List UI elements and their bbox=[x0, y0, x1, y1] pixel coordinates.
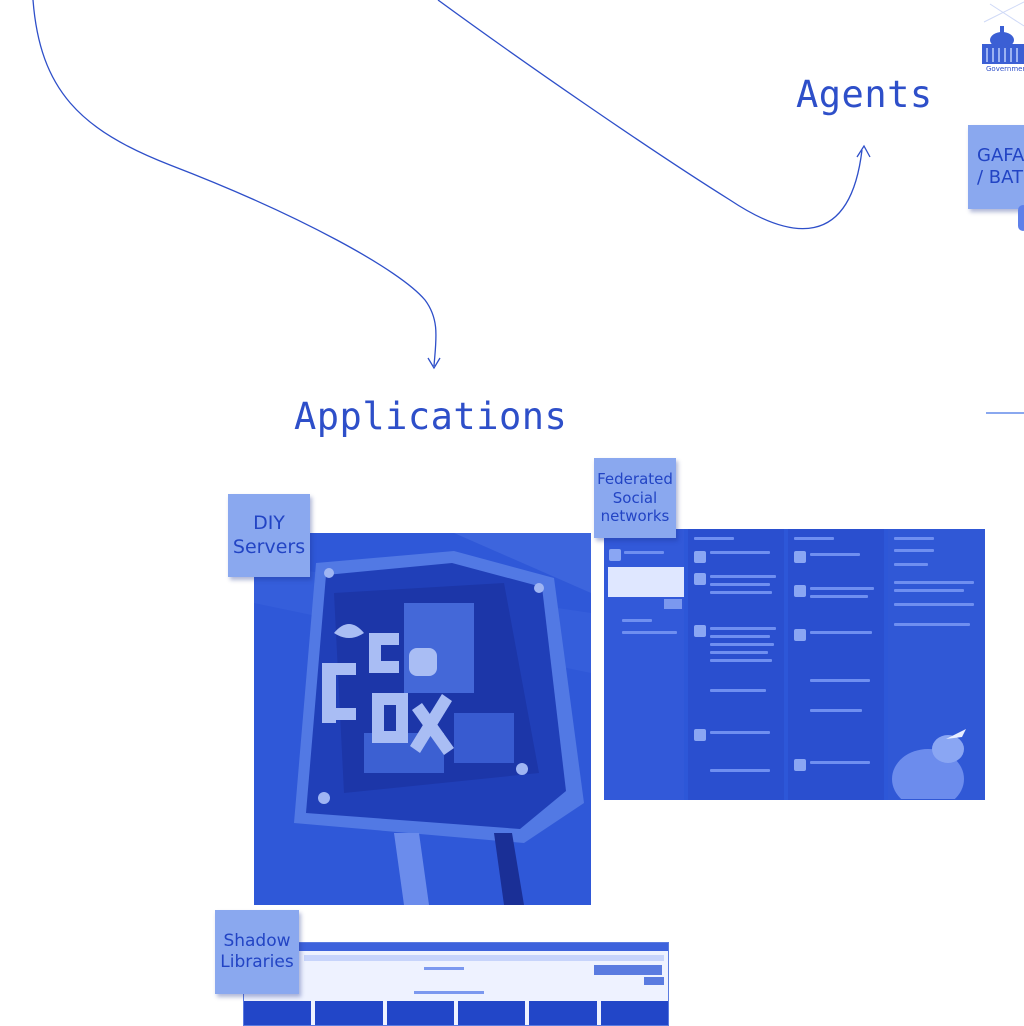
arrowhead-agents bbox=[856, 144, 871, 158]
browser-addressbar bbox=[304, 955, 664, 961]
applications-heading: Applications bbox=[294, 395, 568, 438]
mascot-illustration bbox=[892, 729, 966, 799]
sticky-gafa-line2: / BAT bbox=[977, 167, 1024, 188]
browser-tabbar bbox=[244, 943, 668, 951]
arrowhead-applications bbox=[427, 357, 441, 370]
page-banner bbox=[594, 965, 662, 975]
home-column bbox=[688, 529, 784, 800]
federated-social-screenshot bbox=[604, 529, 985, 800]
sticky-federated-line3: networks bbox=[600, 507, 670, 526]
shadow-libraries-screenshot bbox=[243, 942, 669, 1026]
sticky-federated-social-networks: Federated Social networks bbox=[594, 458, 676, 538]
library-categories bbox=[244, 1001, 668, 1025]
faint-caption-line bbox=[986, 412, 1024, 414]
compose-column bbox=[604, 529, 684, 800]
sticky-shadow-line1: Shadow bbox=[223, 930, 291, 951]
sticky-diy-line2: Servers bbox=[232, 535, 306, 558]
sticky-gafa-bat: GAFA / BAT bbox=[968, 125, 1024, 209]
gafa-shape bbox=[1018, 205, 1024, 231]
agents-heading: Agents bbox=[796, 73, 933, 116]
sticky-shadow-libraries: Shadow Libraries bbox=[215, 910, 299, 994]
government-label: Government bbox=[986, 65, 1024, 73]
sticky-diy-line1: DIY bbox=[253, 511, 285, 534]
curve-to-applications bbox=[32, 0, 437, 367]
curve-to-agents bbox=[437, 0, 863, 230]
getting-started-column bbox=[888, 529, 985, 800]
notifications-column bbox=[788, 529, 884, 800]
government-icon: Government bbox=[978, 0, 1024, 76]
sticky-federated-line1: Federated bbox=[597, 469, 673, 488]
diy-server-photo bbox=[254, 533, 591, 905]
sticky-gafa-line1: GAFA bbox=[977, 144, 1024, 166]
sticky-federated-line2: Social bbox=[612, 488, 658, 507]
sticky-diy-servers: DIY Servers bbox=[228, 494, 310, 577]
sticky-shadow-line2: Libraries bbox=[220, 952, 294, 972]
